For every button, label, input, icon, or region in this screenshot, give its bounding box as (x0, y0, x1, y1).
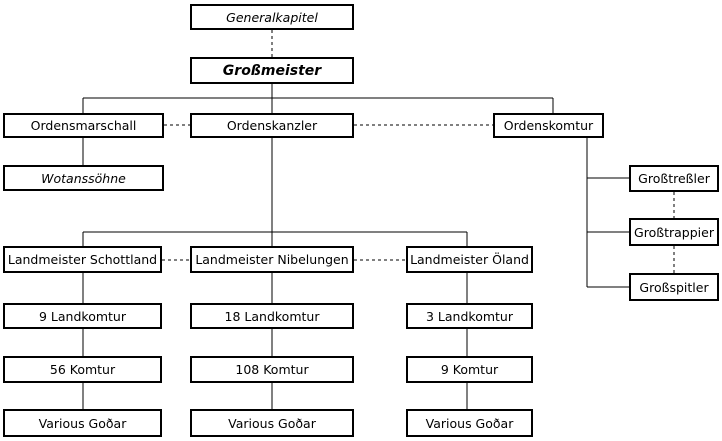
node-wotanssoehne: Wotanssöhne (3, 165, 164, 191)
node-ordensmarschall: Ordensmarschall (3, 113, 164, 138)
node-label: Wotanssöhne (41, 170, 126, 186)
node-label: 108 Komtur (235, 362, 309, 377)
node-godar-nibelungen: Various Goðar (190, 409, 354, 437)
node-label: Großmeister (222, 62, 322, 79)
node-label: 56 Komtur (49, 362, 116, 377)
node-label: 9 Landkomtur (39, 308, 126, 324)
node-label: Großtreßler (638, 171, 710, 186)
node-landmeister-schottland: Landmeister Schottland (3, 246, 162, 273)
node-label: Various Goðar (425, 415, 514, 431)
node-label: 3 Landkomtur (426, 308, 513, 324)
node-ordenskomtur: Ordenskomtur (493, 113, 604, 138)
node-landkomtur-oeland: 3 Landkomtur (406, 303, 533, 329)
node-label: Ordenskanzler (226, 118, 318, 133)
node-ordenskanzler: Ordenskanzler (190, 113, 354, 138)
node-landmeister-nibelungen: Landmeister Nibelungen (190, 246, 354, 273)
node-grossspitler: Großspitler (629, 273, 719, 301)
node-label: Ordensmarschall (30, 118, 137, 133)
node-label: Großspitler (639, 279, 709, 295)
node-komtur-schottland: 56 Komtur (3, 356, 162, 383)
node-label: Various Goðar (38, 415, 127, 431)
node-godar-schottland: Various Goðar (3, 409, 162, 437)
node-label: 9 Komtur (440, 362, 499, 377)
node-label: 18 Landkomtur (224, 308, 320, 324)
node-komtur-oeland: 9 Komtur (406, 356, 533, 383)
node-grosstrappier: Großtrappier (629, 218, 719, 246)
node-grossmeister: Großmeister (190, 57, 354, 84)
node-label: Ordenskomtur (503, 118, 594, 133)
node-landkomtur-schottland: 9 Landkomtur (3, 303, 162, 329)
node-label: Großtrappier (634, 224, 714, 240)
node-landkomtur-nibelungen: 18 Landkomtur (190, 303, 354, 329)
node-label: Landmeister Öland (410, 252, 529, 267)
node-label: Landmeister Nibelungen (195, 252, 349, 267)
node-grosstressler: Großtreßler (629, 165, 719, 192)
node-komtur-nibelungen: 108 Komtur (190, 356, 354, 383)
node-landmeister-oeland: Landmeister Öland (406, 246, 533, 273)
node-godar-oeland: Various Goðar (406, 409, 533, 437)
node-generalkapitel: Generalkapitel (190, 4, 354, 30)
node-label: Generalkapitel (226, 9, 318, 25)
node-label: Various Goðar (228, 415, 316, 431)
node-label: Landmeister Schottland (7, 252, 158, 267)
